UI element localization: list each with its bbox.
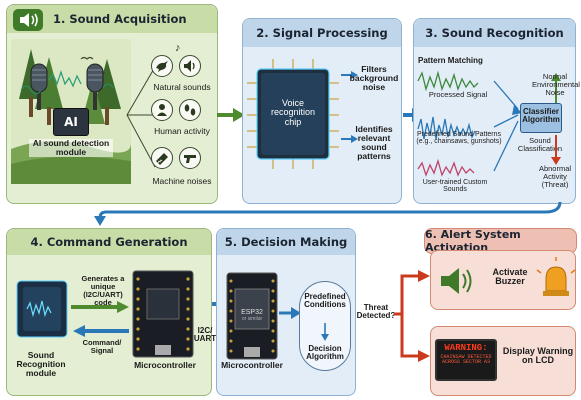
conditions-to-algorithm-arrow [321,323,329,341]
ai-chip: AI [53,108,89,136]
arrow-acq-to-proc [217,108,245,122]
processed-signal-label: Processed Signal [428,90,488,99]
generates-label: Generates a unique (I2C/UART) code [81,274,125,307]
classifier-box: Classifier Algorithm [520,103,562,133]
panel-title: 5. Decision Making [224,235,348,249]
saw-icon [151,147,173,169]
display-warning-label: Display Warning on LCD [502,346,574,366]
lcd-box: WARNING: CHAINSAW DETECTED ACROSS SECTOR… [430,326,576,396]
classifier-label: Classifier Algorithm [522,107,560,125]
panel-header: 5. Decision Making [217,229,355,255]
buzzer-speaker-icon [441,268,472,294]
decision-arrows [279,307,301,319]
normal-noise-label: Normal Environmental Noise [532,72,580,97]
buzzer-icon [536,257,576,296]
classification-arrows [551,73,561,165]
panel-sound-acquisition: 1. Sound Acquisition [6,4,218,204]
bird-icon [151,55,173,77]
machine-noises-label: Machine noises [152,176,212,186]
identifies-label: Identifies relevant sound patterns [355,124,393,161]
ai-chip-label: AI [64,115,78,129]
person-icon [151,99,173,121]
panel-signal-processing: 2. Signal Processing Voice recognition c… [242,18,402,204]
filters-label: Filters background noise [349,64,399,92]
panel-title: 3. Sound Recognition [425,26,564,40]
panel-header: 3. Sound Recognition [414,19,575,47]
microphone-icon [20,63,114,110]
natural-sounds-label: Natural sounds [153,82,211,92]
buzzer-box: Activate Buzzer [430,250,576,310]
panel-header: 2. Signal Processing [243,19,401,47]
panel-title: 1. Sound Acquisition [53,12,187,26]
threat-branch-arrows [394,270,430,362]
classification-label: Sound Classification [517,136,563,153]
footprints-icon [179,99,201,121]
command-arrows [71,301,129,337]
i2c-uart-label: I2C/ UART [193,326,217,344]
microcontroller-label: Microcontroller [134,360,196,370]
lcd-icon: WARNING: CHAINSAW DETECTED ACROSS SECTOR… [435,339,497,381]
microcontroller-label: Microcontroller [221,360,283,370]
music-note-icon: ♪ [175,42,181,54]
panel-title: 2. Signal Processing [256,26,388,40]
panel-title: 4. Command Generation [30,235,188,249]
voice-chip-label: Voice recognition chip [270,98,316,127]
predefined-patterns-label: Predefined Sound Patterns (e.g., chainsa… [416,131,502,146]
activate-buzzer-label: Activate Buzzer [492,267,528,287]
human-activity-label: Human activity [154,126,210,136]
pattern-matching-label: Pattern Matching [418,56,483,65]
esp32-graphic [226,272,278,360]
classifier-connectors [493,80,522,172]
threat-detected-label: Threat Detected? [356,303,396,321]
voice-chip-graphic [247,59,339,169]
esp32-sub-label: or similar [241,316,263,322]
module-label: AI sound detection module [29,139,113,157]
speaker-icon [13,9,43,31]
lcd-warning-text: WARNING: [444,343,488,353]
command-signal-label: Command/ Signal [82,338,122,355]
esp32-label: ESP32 [241,309,263,316]
lcd-detail-text: CHAINSAW DETECTED ACROSS SECTOR A3 [440,354,492,366]
abnormal-activity-label: Abnormal Activity (Threat) [538,164,572,189]
sound-module-label: Sound Recognition module [16,350,66,378]
predefined-conditions-label: Predefined Conditions [304,292,346,310]
panel-sound-recognition: 3. Sound Recognition Pattern Matching Pr… [413,18,580,204]
arrow-rec-to-cmd [94,201,562,226]
waveforms [417,70,479,177]
gun-icon [179,147,201,169]
panel-command-generation: 4. Command Generation Sound Recognition … [6,228,212,396]
sound-module-graphic [16,280,68,338]
microcontroller-graphic [132,270,194,358]
processing-arrows [341,71,358,143]
speaker-icon [179,55,201,77]
user-trained-label: User-trained Custom Sounds [422,179,488,194]
panel-decision-making: 5. Decision Making I2C/ UART ESP32 or si… [194,228,356,396]
connector-lines [126,66,156,168]
decision-algorithm-label: Decision Algorithm [306,344,344,362]
panel-header: 4. Command Generation [7,229,211,255]
